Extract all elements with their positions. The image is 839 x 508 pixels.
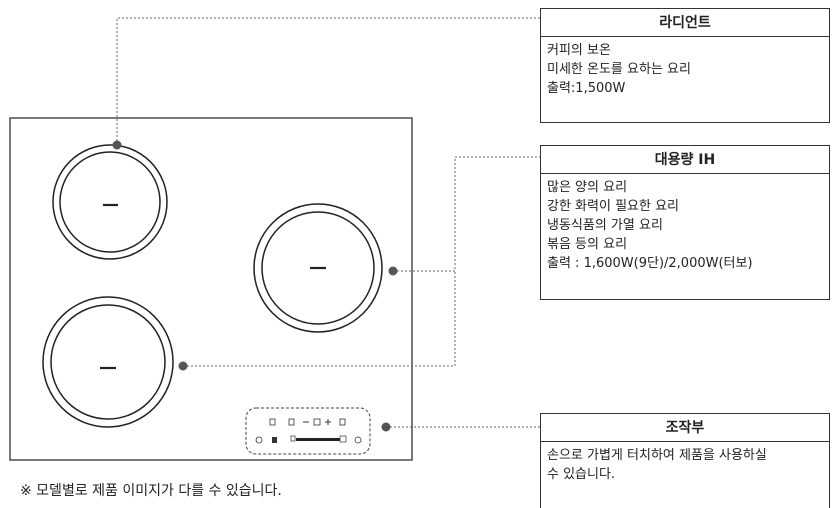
callout-control-title: 조작부 [541, 414, 829, 442]
footnote: ※ 모델별로 제품 이미지가 다를 수 있습니다. [20, 483, 282, 499]
leader-ih-right [388, 156, 540, 276]
mode-icon [339, 418, 346, 426]
slider-bar [296, 438, 340, 441]
callout-ih-line: 냉동식품의 가열 요리 [547, 218, 663, 233]
callout-ih-title: 대용량 IH [541, 146, 829, 174]
lock-icon [269, 418, 276, 426]
power-icon [255, 436, 263, 444]
radiant-burner [52, 144, 168, 260]
callout-control: 조작부 손으로 가볍게 터치하여 제품을 사용하실 수 있습니다. [540, 413, 830, 508]
play-icon [272, 437, 277, 443]
burner-select-icon [354, 436, 362, 444]
leader-radiant [112, 17, 540, 150]
callout-ih-line: 많은 양의 요리 [547, 180, 628, 195]
callout-radiant-line: 미세한 온도를 요하는 요리 [547, 62, 691, 77]
callout-ih-line: 볶음 등의 요리 [547, 237, 628, 252]
callout-ih: 대용량 IH 많은 양의 요리 강한 화력이 필요한 요리 냉동식품의 가열 요… [540, 145, 830, 300]
leader-ih-left [178, 271, 456, 371]
callout-ih-line: 강한 화력이 필요한 요리 [547, 199, 679, 214]
callout-radiant-line: 커피의 보온 [547, 43, 611, 58]
callout-control-line: 수 있습니다. [547, 467, 616, 482]
callout-control-line: 손으로 가볍게 터치하여 제품을 사용하실 [547, 448, 767, 463]
timer-icon [288, 418, 295, 426]
display-icon [313, 418, 321, 426]
ih-burner-left [42, 296, 174, 428]
callout-radiant-title: 라디언트 [541, 9, 829, 37]
callout-ih-line: 출력 : 1,600W(9단)/2,000W(터보) [547, 256, 753, 271]
control-panel [245, 407, 371, 455]
callout-radiant: 라디언트 커피의 보온 미세한 온도를 요하는 요리 출력:1,500W [540, 8, 830, 123]
leader-control [381, 422, 540, 432]
cooktop-body [9, 117, 413, 461]
callout-radiant-line: 출력:1,500W [547, 81, 626, 96]
ih-burner-right [253, 203, 383, 333]
